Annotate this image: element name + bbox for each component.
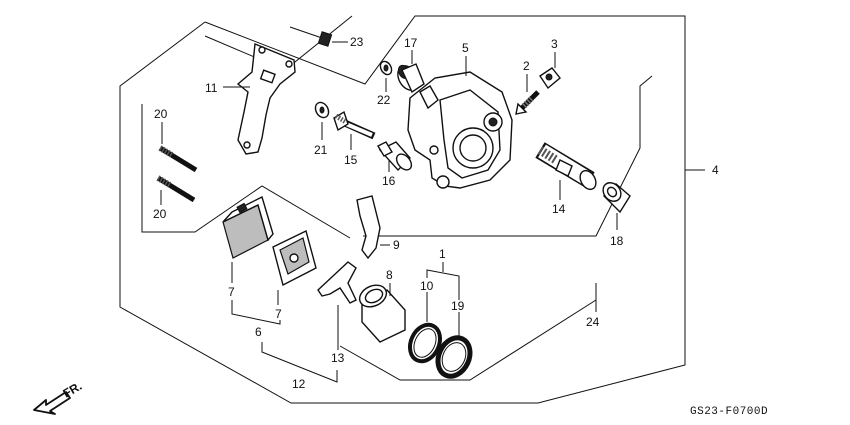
slide-pin-14	[535, 142, 597, 191]
piston-seal-10	[407, 322, 443, 364]
callout-4: 4	[712, 163, 719, 177]
callout-23: 23	[350, 35, 364, 49]
caliper-bracket-11	[236, 42, 296, 155]
callout-7-outer: 7	[228, 285, 235, 299]
callout-20-lower: 20	[153, 207, 167, 221]
callout-18: 18	[610, 234, 624, 248]
pin-20-upper	[158, 145, 198, 173]
callout-12: 12	[292, 377, 306, 391]
sub-outline-left	[141, 104, 351, 239]
callout-2: 2	[523, 59, 530, 73]
sub-outline-24	[363, 75, 653, 237]
callout-22: 22	[377, 93, 391, 107]
front-direction-arrow-icon	[33, 391, 71, 415]
piston-8	[358, 284, 406, 343]
boot-18	[602, 182, 631, 214]
leader-1	[426, 269, 460, 300]
callout-5: 5	[462, 41, 469, 55]
callout-7-inner: 7	[275, 307, 282, 321]
callout-19: 19	[451, 299, 465, 313]
callout-20-upper: 20	[154, 107, 168, 121]
assembly-outline-4	[119, 15, 686, 404]
slide-pin-15	[333, 110, 376, 140]
bolt-23	[289, 26, 348, 47]
leader-12	[261, 342, 338, 383]
callout-3: 3	[551, 37, 558, 51]
callout-21: 21	[314, 143, 328, 157]
drawing-code: GS23-F0700D	[690, 406, 768, 418]
pin-20-lower	[156, 175, 196, 203]
callout-6: 6	[255, 325, 262, 339]
callout-8: 8	[386, 268, 393, 282]
callout-16: 16	[382, 174, 396, 188]
bracket-pad	[259, 69, 276, 84]
callout-15: 15	[344, 153, 358, 167]
sub-outline-24-lower	[339, 299, 597, 381]
callout-10: 10	[420, 279, 434, 293]
brake-pad-inner	[272, 230, 317, 287]
callout-11: 11	[205, 81, 218, 95]
callout-1: 1	[439, 247, 446, 261]
bleed-valve-2	[515, 90, 540, 115]
brake-pad-outer	[222, 196, 274, 259]
leader-6	[231, 300, 281, 325]
pad-retainer-9	[356, 195, 381, 260]
callout-9: 9	[393, 238, 400, 252]
callout-17: 17	[404, 36, 418, 50]
callout-24: 24	[586, 315, 600, 329]
bleed-cap-3	[539, 67, 561, 90]
callout-13: 13	[331, 351, 345, 365]
caliper-body-5	[407, 71, 513, 189]
callout-14: 14	[552, 202, 566, 216]
boot-17	[397, 63, 425, 94]
pad-spring-13	[317, 261, 357, 304]
dust-seal-19	[435, 335, 473, 379]
boot-16	[377, 141, 413, 172]
